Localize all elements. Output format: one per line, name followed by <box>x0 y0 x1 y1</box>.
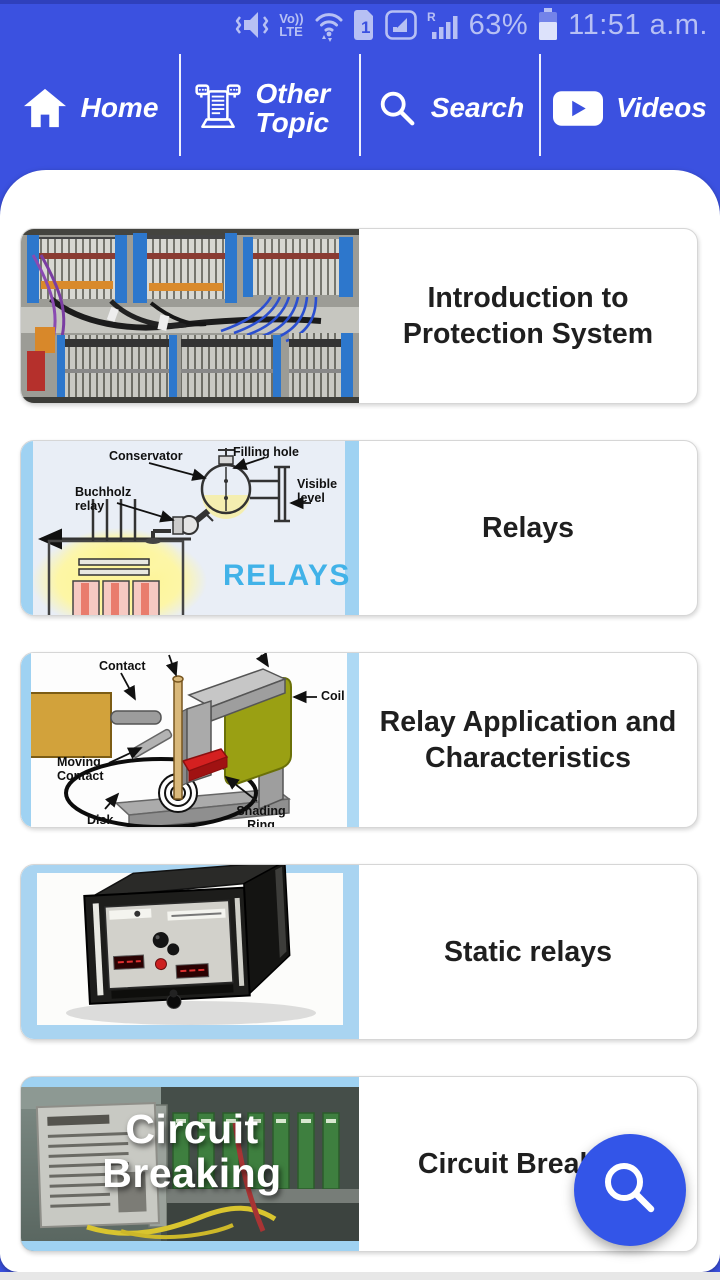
label-shading-ring: Shading Ring <box>236 804 286 827</box>
nav-label-other-topic: Other Topic <box>255 77 331 138</box>
volte-line1: Vo)) <box>279 11 304 26</box>
topic-title: Introduction to Protection System <box>402 281 654 350</box>
label-visible-level: Visible level <box>297 477 338 505</box>
wifi-icon <box>315 13 343 42</box>
status-bar: Vo)) LTE 1 R 63 <box>0 0 720 50</box>
roaming-signal-icon: R <box>427 10 458 39</box>
nav-bar: Home Other Topi <box>0 50 720 166</box>
topic-card-relay-application[interactable]: Contact Moving Contact Disk Shading Ring… <box>20 652 698 828</box>
topics-kiosk-icon <box>194 84 241 128</box>
nav-label-search: Search <box>430 92 525 124</box>
label-coil: Coil <box>321 689 345 703</box>
vibrate-icon <box>236 12 269 38</box>
label-moving-contact: Moving Contact <box>57 755 104 783</box>
topic-title: Relay Application and Characteristics <box>379 705 677 774</box>
relays-watermark: RELAYS <box>223 559 351 592</box>
battery-icon <box>539 8 558 40</box>
search-icon <box>605 1163 655 1213</box>
nav-label-home: Home <box>80 92 159 124</box>
topic-card-relays[interactable]: Conservator Filling hole Buchholz relay … <box>20 440 698 616</box>
search-fab[interactable] <box>574 1134 686 1246</box>
sim1-number: 1 <box>361 18 370 37</box>
volte-indicator: Vo)) LTE <box>279 12 303 38</box>
nav-item-videos[interactable]: Videos <box>539 50 720 166</box>
nav-label-videos: Videos <box>616 92 707 124</box>
static-relay-photo <box>21 865 359 1039</box>
youtube-play-icon <box>553 90 604 126</box>
nav-item-home[interactable]: Home <box>0 50 180 166</box>
nav-item-search[interactable]: Search <box>359 50 540 166</box>
label-filling-hole: Filling hole <box>233 445 299 459</box>
circuit-breaker-panel-photo: Circuit Breaking <box>21 1077 359 1251</box>
sim2-signal-icon <box>384 10 417 40</box>
induction-disc-relay-diagram: Contact Moving Contact Disk Shading Ring… <box>21 653 359 827</box>
search-icon <box>380 91 415 126</box>
battery-percent: 63% <box>468 8 529 41</box>
label-buchholz-relay: Buchholz relay <box>75 485 132 513</box>
protection-panel-photo <box>21 229 359 403</box>
topic-card-static-relays[interactable]: Static relays <box>20 864 698 1040</box>
topic-title: Relays <box>482 511 574 544</box>
topic-title: Static relays <box>444 935 612 968</box>
topic-card-introduction[interactable]: Introduction to Protection System <box>20 228 698 404</box>
label-conservator: Conservator <box>109 449 183 463</box>
label-contact: Contact <box>99 659 146 673</box>
volte-line2: LTE <box>279 24 303 39</box>
roaming-letter: R <box>427 10 436 24</box>
topics-panel: Introduction to Protection System <box>0 170 720 1272</box>
nav-item-other-topic[interactable]: Other Topic <box>179 50 360 166</box>
bottom-edge-strip <box>0 1272 720 1280</box>
home-icon <box>23 88 66 128</box>
sim1-icon: 1 <box>353 10 373 40</box>
label-disk: Disk <box>87 813 114 827</box>
image-overlay-text: Circuit Breaking <box>102 1106 282 1197</box>
buchholz-relay-diagram: Conservator Filling hole Buchholz relay … <box>21 441 359 615</box>
clock: 11:51 a.m. <box>568 8 708 41</box>
